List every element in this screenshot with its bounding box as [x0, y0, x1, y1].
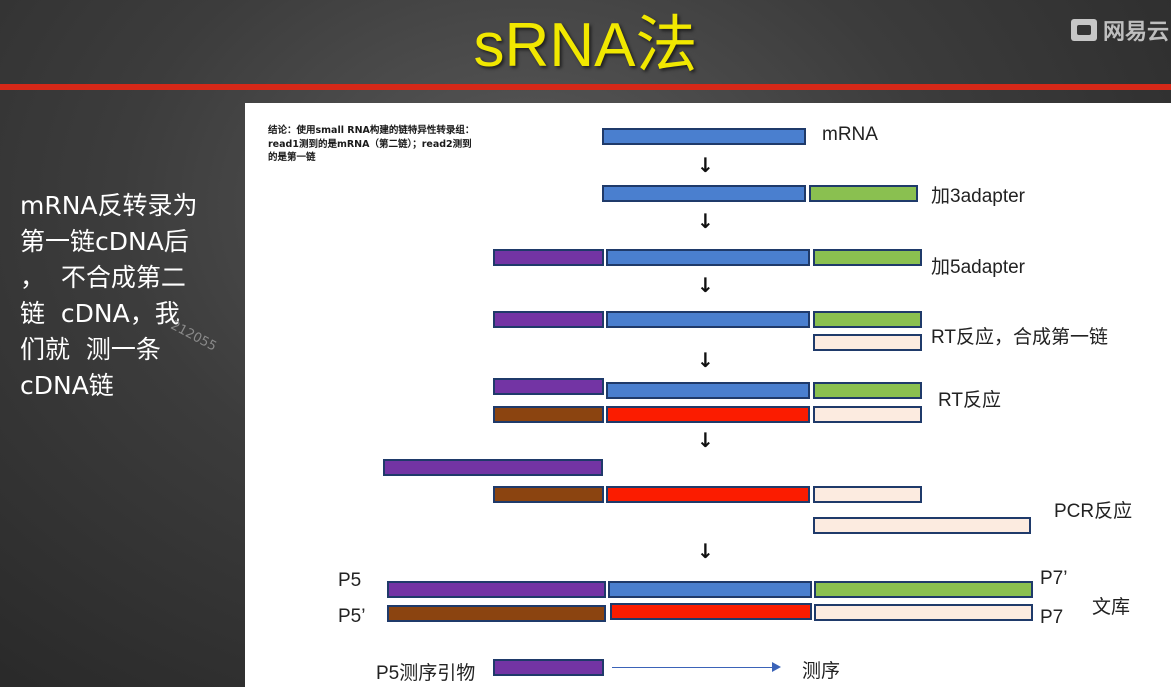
- label-mrna: mRNA: [822, 124, 878, 145]
- rt-primer: [813, 334, 922, 351]
- sequencing-arrow-line: [612, 667, 774, 668]
- label-p5: P5: [338, 570, 362, 591]
- adapter-5: [493, 378, 604, 395]
- down-arrow-icon: ↓: [697, 153, 714, 177]
- mrna-strand: [606, 311, 810, 328]
- right-arrow-icon: [772, 662, 781, 672]
- label-add-5-adapter: 加5adapter: [931, 257, 1026, 278]
- library-p5p-segment: [387, 605, 606, 622]
- label-sequencing: 测序: [802, 661, 841, 682]
- library-p7-segment: [814, 604, 1033, 621]
- library-p5-segment: [387, 581, 606, 598]
- library-insert-bottom: [610, 603, 812, 620]
- rt-primer: [813, 486, 922, 503]
- slide-title: sRNA法: [473, 11, 698, 80]
- adapter-5: [493, 311, 604, 328]
- watermark: 网易云: [1070, 14, 1169, 46]
- down-arrow-icon: ↓: [697, 273, 714, 297]
- conclusion-note: 结论：使用small RNA构建的链特异性转录组： read1测到的是mRNA（…: [268, 124, 548, 165]
- label-pcr: PCR反应: [1054, 501, 1133, 522]
- label-p7: P7: [1040, 607, 1064, 628]
- label-rt: RT反应: [938, 390, 1001, 411]
- mrna-strand: [606, 382, 810, 399]
- label-add-3-adapter: 加3adapter: [931, 186, 1026, 207]
- adapter-3: [813, 311, 922, 328]
- netease-cloud-icon: [1070, 19, 1097, 41]
- adapter-3: [813, 382, 922, 399]
- down-arrow-icon: ↓: [697, 539, 714, 563]
- conclusion-line: 的是第一链: [268, 152, 316, 163]
- cdna-first-strand: [606, 486, 810, 503]
- mrna-strand: [602, 185, 806, 202]
- down-arrow-icon: ↓: [697, 428, 714, 452]
- mrna-strand: [602, 128, 806, 145]
- mrna-strand: [606, 249, 810, 266]
- library-p7p-segment: [814, 581, 1033, 598]
- slide-header: sRNA法 网易云: [0, 0, 1171, 84]
- down-arrow-icon: ↓: [697, 209, 714, 233]
- adapter-5: [493, 249, 604, 266]
- cdna-first-strand: [606, 406, 810, 423]
- conclusion-line: read1测到的是mRNA（第二链）；read2测到: [268, 138, 472, 150]
- side-note-line: ， 不合成第二: [20, 263, 186, 292]
- side-note: mRNA反转录为 第一链cDNA后 ， 不合成第二 链 cDNA，我 们就 测一…: [20, 188, 225, 404]
- down-arrow-icon: ↓: [697, 348, 714, 372]
- adapter-3: [813, 249, 922, 266]
- library-insert-top: [608, 581, 812, 598]
- title-divider: [0, 84, 1171, 90]
- label-rt-first-strand: RT反应，合成第一链: [931, 327, 1108, 348]
- side-note-line: 第一链cDNA后: [20, 227, 189, 256]
- label-p7-prime: P7’: [1040, 568, 1068, 589]
- rt-primer: [813, 406, 922, 423]
- side-note-line: 链 cDNA，我: [20, 299, 180, 328]
- conclusion-line: 结论：使用small RNA构建的链特异性转录组：: [268, 125, 475, 136]
- label-seq-primer: P5测序引物: [376, 663, 476, 684]
- side-note-line: 们就 测一条: [20, 335, 161, 364]
- label-library: 文库: [1092, 597, 1131, 618]
- cdna-5-end: [493, 486, 604, 503]
- side-note-line: cDNA链: [20, 371, 114, 400]
- side-note-line: mRNA反转录为: [20, 191, 198, 220]
- pcr-primer-p5: [383, 459, 603, 476]
- adapter-3: [809, 185, 918, 202]
- pcr-primer-p7: [813, 517, 1031, 534]
- cdna-5-end: [493, 406, 604, 423]
- seq-primer-bar: [493, 659, 604, 676]
- label-p5-prime: P5’: [338, 606, 366, 627]
- watermark-text: 网易云: [1102, 20, 1169, 45]
